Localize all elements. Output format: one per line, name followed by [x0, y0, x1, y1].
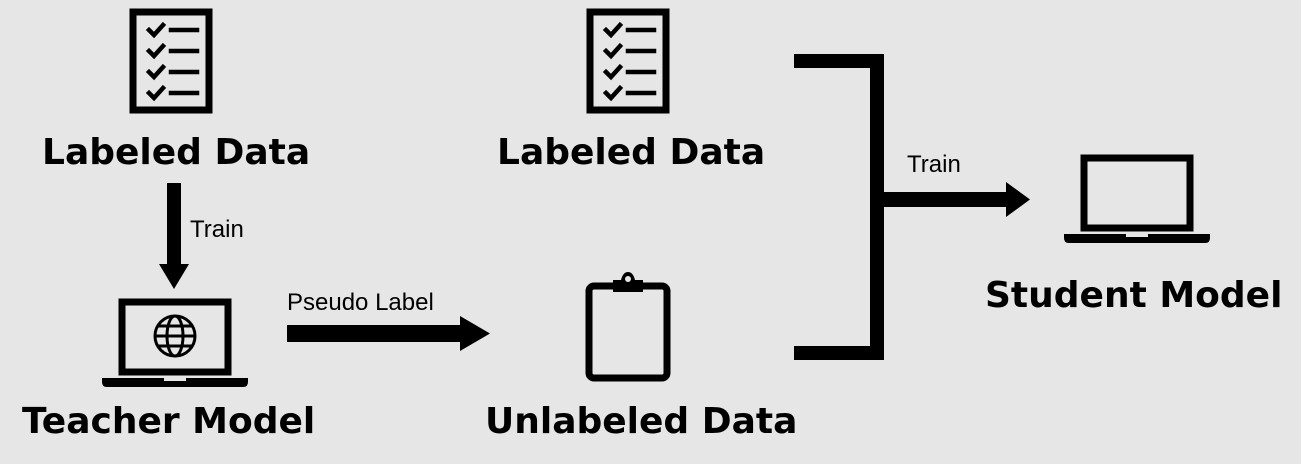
- teacher-model-label: Teacher Model: [22, 401, 316, 442]
- unlabeled-data-label: Unlabeled Data: [485, 401, 798, 442]
- checklist-icon: [129, 8, 213, 118]
- pseudo-label-arrow: [287, 316, 490, 351]
- train-student-label: Train: [907, 151, 961, 178]
- labeled-data-left-label: Labeled Data: [42, 132, 311, 173]
- laptop-globe-icon: [102, 298, 248, 394]
- student-model-label: Student Model: [985, 275, 1283, 316]
- train-right-arrow: [876, 182, 1030, 217]
- labeled-data-right-label: Labeled Data: [497, 132, 766, 173]
- checklist-icon: [586, 8, 670, 118]
- globe-icon: [153, 314, 197, 358]
- pseudo-label-label: Pseudo Label: [287, 289, 434, 316]
- laptop-icon: [1064, 154, 1210, 250]
- train-down-arrow: [159, 183, 189, 289]
- train-teacher-label: Train: [190, 216, 244, 243]
- merge-bracket: [794, 54, 884, 360]
- clipboard-icon: [585, 270, 671, 386]
